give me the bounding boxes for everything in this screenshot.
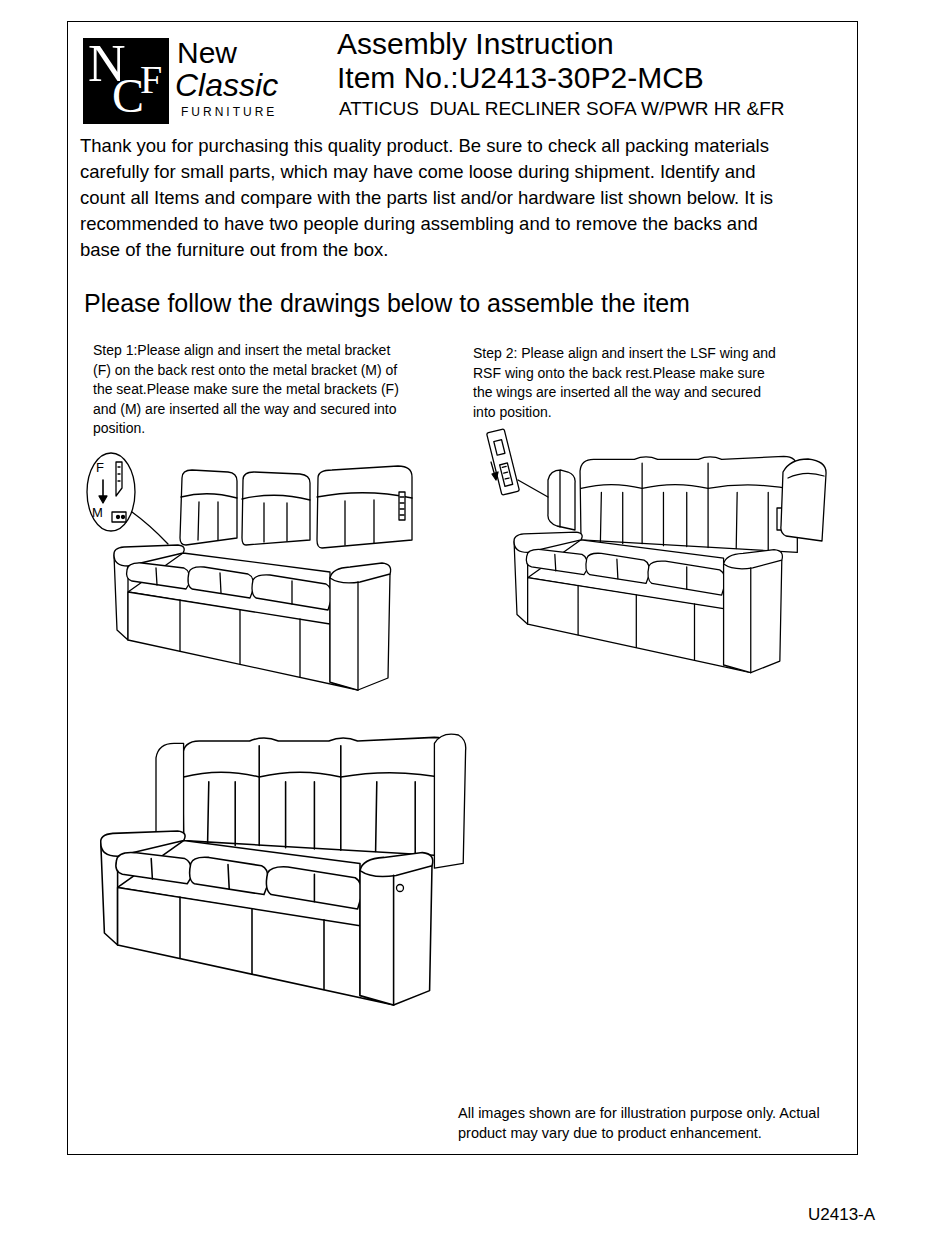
brand-tagline: FURNITURE bbox=[181, 106, 277, 118]
page-frame bbox=[68, 22, 858, 1155]
document-title: Assembly Instruction bbox=[337, 27, 614, 60]
assembled-sofa bbox=[101, 734, 466, 1005]
product-name: ATTICUS DUAL RECLINER SOFA W/PWR HR &FR bbox=[339, 98, 785, 120]
step2-sofa bbox=[487, 429, 827, 673]
logo-letter: F bbox=[140, 60, 162, 100]
intro-text: Thank you for purchasing this quality pr… bbox=[80, 133, 780, 263]
step-text: Step 1:Please align and insert the metal… bbox=[93, 341, 405, 439]
footnote: All images shown are for illustration pu… bbox=[458, 1104, 843, 1143]
item-number: Item No.:U2413-30P2-MCB bbox=[337, 61, 704, 94]
logo-letter: C bbox=[112, 72, 144, 120]
brand-name: New bbox=[177, 38, 237, 68]
document-code: U2413-A bbox=[808, 1206, 875, 1225]
logo-square bbox=[83, 38, 169, 124]
step1-sofa bbox=[87, 453, 412, 690]
part-letter: F bbox=[96, 461, 104, 474]
brand-name: Classic bbox=[175, 69, 278, 101]
part-letter: M bbox=[92, 506, 103, 519]
step-text: Step 2: Please align and insert the LSF … bbox=[473, 344, 785, 422]
section-heading: Please follow the drawings below to asse… bbox=[84, 289, 690, 318]
